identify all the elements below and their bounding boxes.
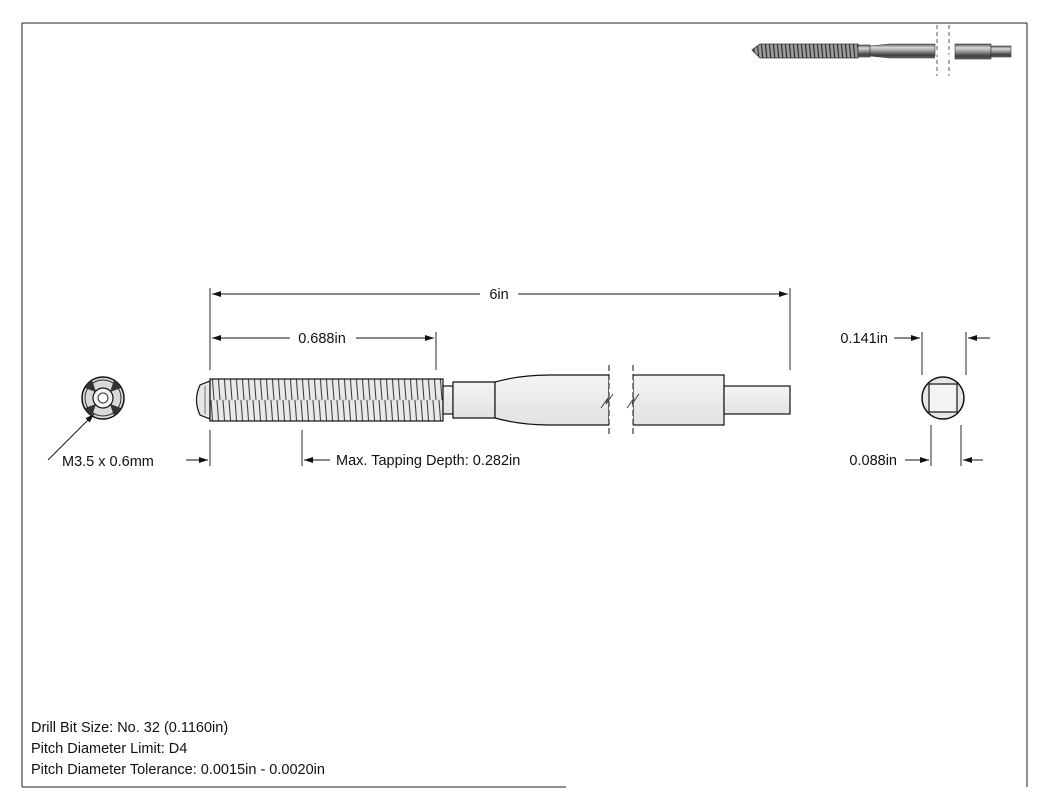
square-size-label: 0.088in [849, 453, 897, 469]
max-tapping-depth-label: Max. Tapping Depth: 0.282in [336, 453, 520, 469]
end-view-thread [81, 376, 125, 420]
drill-bit-size-note: Drill Bit Size: No. 32 (0.1160in) [31, 720, 229, 736]
shank-diameter-label: 0.141in [840, 331, 888, 347]
thread-size-label: M3.5 x 0.6mm [62, 454, 154, 470]
dim-thread-length: 0.688in [212, 331, 437, 370]
dim-thread-size: M3.5 x 0.6mm [47, 413, 154, 470]
end-view-square [921, 376, 965, 420]
tap-side-view [195, 365, 791, 435]
thread-length-label: 0.688in [298, 331, 346, 347]
overall-length-label: 6in [489, 287, 508, 303]
dim-shank-diameter: 0.141in [840, 331, 990, 375]
dim-square-size: 0.088in [849, 425, 983, 469]
dim-overall-length: 6in [209, 287, 791, 370]
pitch-diameter-tolerance-note: Pitch Diameter Tolerance: 0.0015in - 0.0… [31, 762, 325, 778]
dim-max-tapping-depth: Max. Tapping Depth: 0.282in [186, 430, 520, 469]
sheet-border [21, 22, 1028, 788]
isometric-preview [751, 25, 1012, 76]
pitch-diameter-limit-note: Pitch Diameter Limit: D4 [31, 741, 188, 757]
